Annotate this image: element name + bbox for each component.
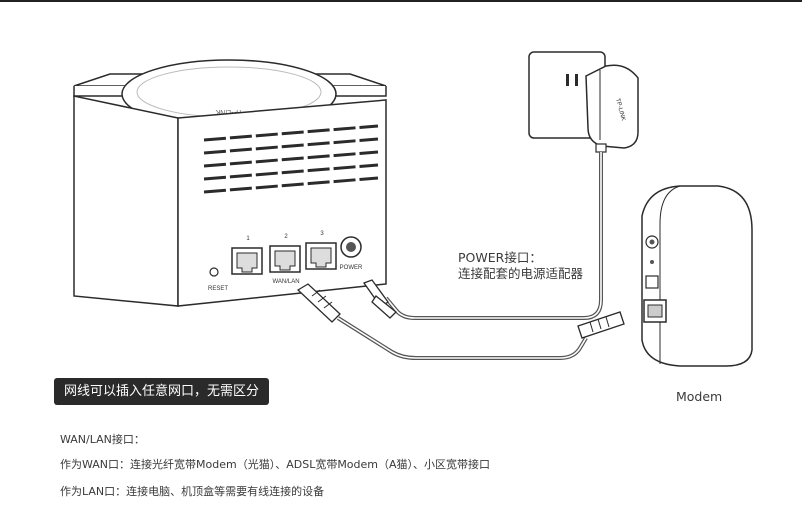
top-border-line <box>0 0 802 2</box>
power-jack: POWER <box>340 236 363 271</box>
modem-cable <box>601 152 636 304</box>
lan-port-1: 1 <box>231 236 263 275</box>
power-port-title: POWER接口： <box>458 250 542 265</box>
reset-button: RESET <box>208 267 228 292</box>
power-plug <box>362 279 397 319</box>
wan-lan-heading: WAN/LAN接口： <box>60 433 145 446</box>
wan-usage-note: 作为WAN口：连接光纤宽带Modem（光猫）、ADSL宽带Modem（A猫）、小… <box>60 458 491 471</box>
lan-usage-note: 作为LAN口：连接电脑、机顶盒等需要有线连接的设备 <box>60 485 325 498</box>
reset-label: RESET <box>208 286 228 292</box>
router: TP-LINK 1 2 3 WAN/LAN <box>73 59 387 307</box>
port-number-1: 1 <box>246 236 250 242</box>
lan-port-2: 2 <box>269 234 301 273</box>
adapter-brand-text: TP-LINK <box>614 98 626 122</box>
port-number-2: 2 <box>284 234 288 240</box>
power-adapter: TP-LINK <box>585 64 639 153</box>
port-number-3: 3 <box>320 231 324 237</box>
ethernet-plug-router <box>296 283 341 323</box>
power-port-label: POWER <box>340 265 363 271</box>
power-cable <box>384 152 603 320</box>
power-port-description: 连接配套的电源适配器 <box>458 266 584 281</box>
ethernet-plug-modem <box>577 311 625 339</box>
router-vents <box>203 124 379 194</box>
ethernet-cable <box>336 316 588 360</box>
wan-lan-port-label: WAN/LAN <box>272 279 299 285</box>
router-brand-text: TP-LINK <box>215 108 242 115</box>
modem-label: Modem <box>676 389 723 404</box>
lan-port-3: 3 <box>305 231 337 270</box>
any-port-badge: 网线可以插入任意网口，无需区分 <box>54 378 270 405</box>
modem <box>641 185 753 367</box>
